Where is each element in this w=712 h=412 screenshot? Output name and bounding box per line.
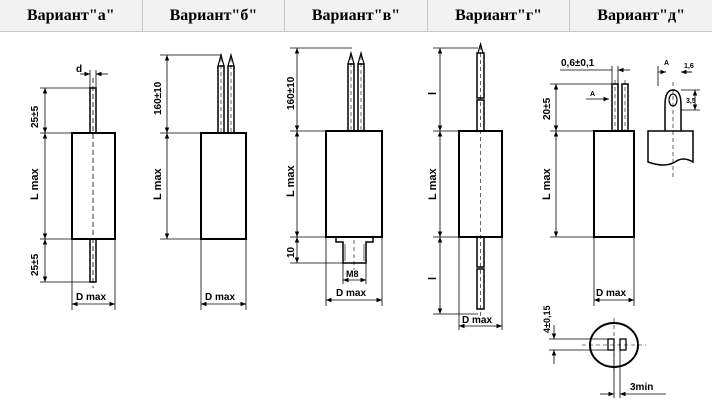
variant-g-header: Вариант"г" — [427, 0, 571, 31]
variant-g-drawing — [433, 41, 503, 330]
label-dmax-b: D max — [205, 292, 235, 303]
label-lmax-b: L max — [152, 168, 164, 200]
label-lmax-v: L max — [285, 165, 297, 197]
label-lmax-a: L max — [29, 168, 41, 200]
label-dmax-v: D max — [336, 288, 366, 299]
variant-v-drawing — [290, 47, 383, 306]
drawings-canvas: d 25±5 L max 25±5 D max 160±10 L max D m… — [29, 41, 700, 398]
label-dim-35: 3,5 — [686, 98, 696, 105]
label-lmax-g: L max — [427, 168, 439, 200]
variant-d-drawing — [549, 66, 700, 398]
label-len-20-d: 20±5 — [542, 97, 553, 120]
label-dim-4: 4±0,15 — [542, 306, 552, 333]
label-dim-16: 1,6 — [684, 63, 694, 70]
capacitor-body-v — [325, 130, 383, 238]
variant-a-drawing — [40, 70, 116, 310]
label-m8: M8 — [346, 269, 359, 279]
capacitor-body-b — [200, 132, 247, 240]
capacitor-body-a — [71, 132, 116, 240]
variant-v-header: Вариант"в" — [285, 0, 428, 31]
label-len-160-v: 160±10 — [286, 76, 297, 110]
label-l-top-g: l — [427, 92, 439, 95]
variant-b-header: Вариант"б" — [142, 0, 286, 31]
terminal-base — [647, 130, 694, 166]
label-len-25-top-a: 25±5 — [30, 105, 41, 128]
label-dim-3min: 3min — [630, 382, 653, 393]
label-dmax-d: D max — [596, 288, 626, 299]
capacitor-body-d — [593, 130, 635, 238]
variant-header-row: Вариант"а" Вариант"б" Вариант"в" Вариант… — [0, 0, 712, 32]
label-section-a-1: A — [590, 91, 595, 98]
label-dim-06: 0,6±0,1 — [561, 58, 595, 69]
label-lmax-d: L max — [541, 168, 553, 200]
label-len-160-b: 160±10 — [153, 81, 164, 115]
bottom-lead-a — [89, 238, 97, 283]
label-dmax-g: D max — [462, 315, 492, 326]
label-l-bottom-g: l — [427, 277, 439, 280]
label-d: d — [76, 64, 82, 75]
label-section-a-2: A — [664, 60, 669, 67]
variant-a-header: Вариант"а" — [0, 0, 143, 31]
label-len-10-v: 10 — [286, 246, 297, 258]
label-dmax-a: D max — [76, 292, 106, 303]
label-len-25-bottom-a: 25±5 — [30, 253, 41, 276]
variant-d-header: Вариант"д" — [570, 0, 712, 31]
variant-b-drawing — [160, 52, 247, 310]
